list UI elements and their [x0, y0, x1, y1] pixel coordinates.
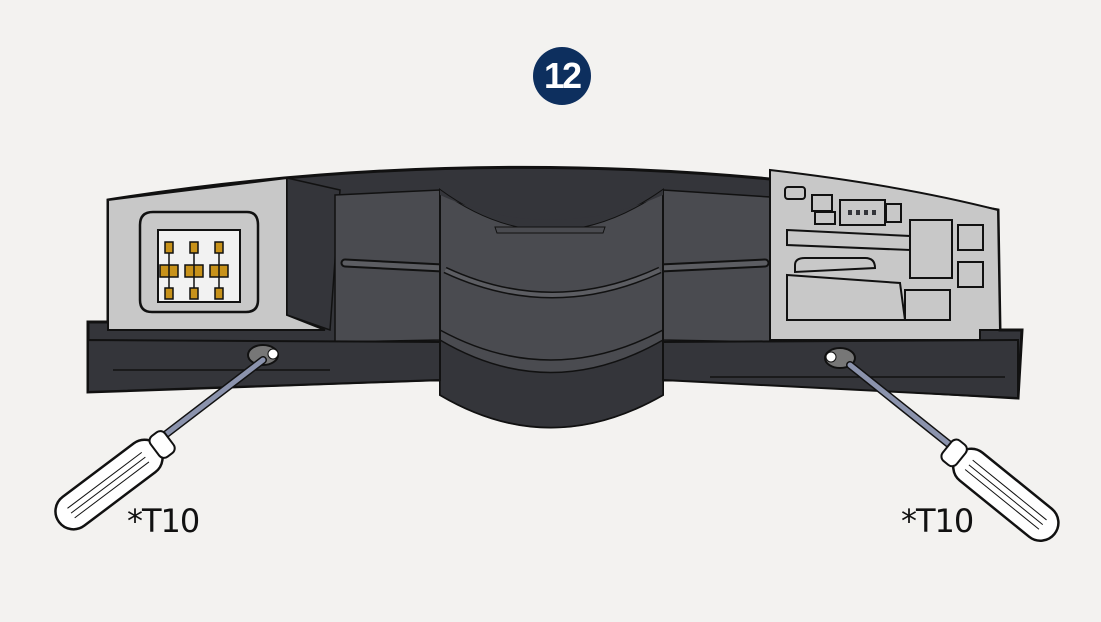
bottom-rail	[87, 338, 441, 394]
right-tool-label: *T10	[901, 502, 974, 540]
step-number-badge: 12	[533, 47, 591, 105]
left-connector	[138, 210, 260, 314]
right-screwdriver	[846, 361, 1060, 542]
left-tool-label: *T10	[127, 502, 200, 540]
step-number: 12	[543, 55, 582, 96]
right-circuit-board	[784, 186, 984, 321]
left-screwdriver	[54, 356, 267, 531]
center-housing	[439, 188, 664, 429]
